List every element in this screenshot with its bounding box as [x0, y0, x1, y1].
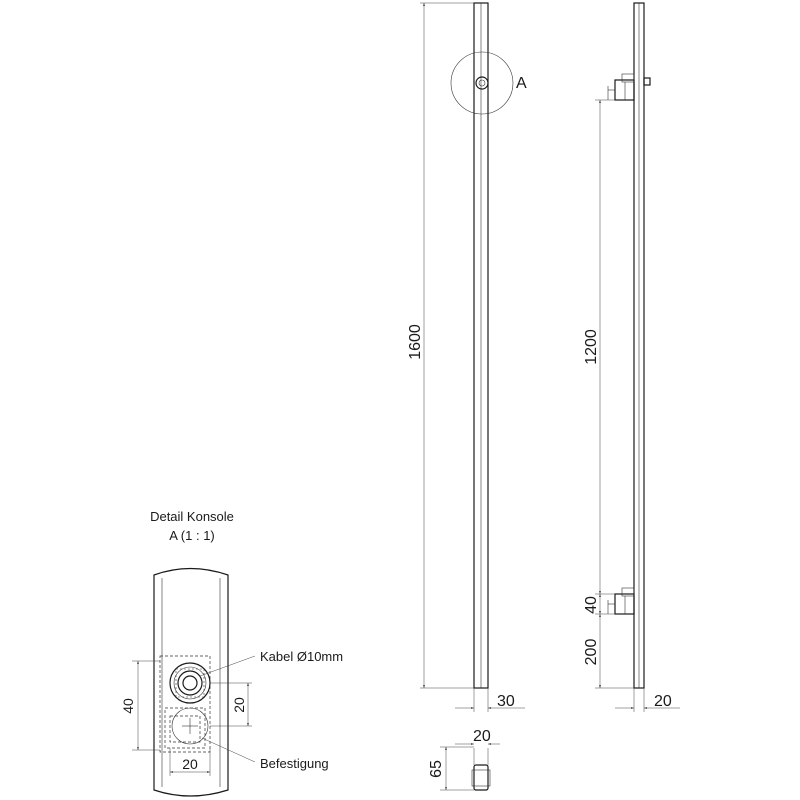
mount-label: Befestigung — [260, 756, 329, 771]
side-depth-label: 20 — [654, 693, 672, 710]
detail-height-label: 40 — [120, 698, 136, 714]
upper-bracket-icon — [607, 73, 651, 101]
side-view: 1200 40 200 20 — [583, 2, 680, 712]
detail-a-marker — [450, 51, 514, 115]
detail-konsole: Detail Konsole A (1 : 1) 40 20 — [120, 509, 343, 797]
hidden-outline — [159, 655, 211, 753]
bottom-offset-label: 200 — [583, 639, 600, 666]
lower-bracket-icon — [607, 587, 635, 615]
detail-offset-label: 20 — [231, 697, 247, 713]
top-height-label: 65 — [428, 760, 445, 778]
front-view: A 1600 30 — [407, 2, 527, 712]
detail-scale: A (1 : 1) — [169, 528, 215, 543]
cable-label: Kabel Ø10mm — [260, 649, 343, 664]
top-view: 20 65 — [428, 728, 500, 791]
detail-a-label: A — [516, 75, 527, 92]
mount-hole-icon — [171, 707, 209, 745]
top-post — [473, 764, 489, 791]
detail-width-label: 20 — [182, 756, 198, 772]
bracket-height-label: 40 — [583, 596, 600, 614]
top-width-label: 20 — [473, 728, 491, 745]
detail-title: Detail Konsole — [150, 509, 234, 524]
cable-gland-icon — [169, 662, 211, 704]
front-width-label: 30 — [497, 693, 515, 710]
bracket-outline — [153, 567, 229, 797]
bracket-spacing-label: 1200 — [583, 329, 600, 365]
total-height-label: 1600 — [407, 324, 424, 360]
